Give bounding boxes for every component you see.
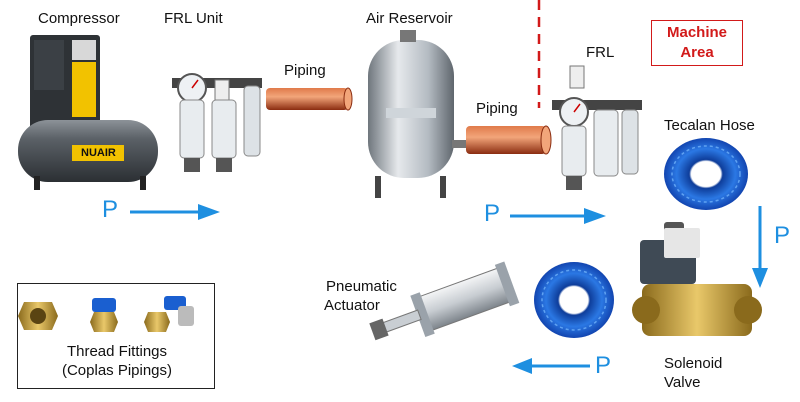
machine-area-box: Machine Area <box>651 20 743 66</box>
frl-unit-label: FRL Unit <box>164 10 223 27</box>
tecalan-hose-label: Tecalan Hose <box>664 117 755 134</box>
flow-arrow-2 <box>510 208 606 224</box>
compressor-image <box>18 35 158 190</box>
solenoid-valve-label-line2: Valve <box>664 374 701 391</box>
flow-label-3: P <box>774 222 791 249</box>
solenoid-valve-image <box>632 222 762 336</box>
piping-2-label: Piping <box>476 100 518 117</box>
flow-arrow-3 <box>752 206 768 288</box>
piping-1-label: Piping <box>284 62 326 79</box>
compressor-label: Compressor <box>38 10 120 27</box>
frl-image <box>552 65 642 190</box>
hose-coil-image <box>534 262 614 338</box>
air-reservoir-image <box>368 30 466 198</box>
solenoid-valve-label-line1: Solenoid <box>664 355 723 372</box>
thread-fittings-label-line1: Thread Fittings <box>66 343 168 360</box>
frl-unit-image <box>172 73 262 172</box>
tecalan-hose-image <box>664 138 748 210</box>
thread-fittings-label-line2: (Coplas Pipings) <box>61 362 173 379</box>
machine-area-label-line2: Area <box>680 44 714 61</box>
piping-2-image <box>466 125 552 155</box>
flow-arrow-4 <box>512 358 590 374</box>
frl-label: FRL <box>586 44 615 61</box>
pneumatic-actuator-label-line1: Pneumatic <box>326 278 397 295</box>
flow-label-1: P <box>102 196 119 223</box>
flow-label-4: P <box>595 352 612 379</box>
thread-fittings-image <box>18 296 194 332</box>
machine-area-label-line1: Machine <box>666 24 727 41</box>
compressor-brand-label: NUAIR <box>81 147 116 159</box>
thread-fittings-box: Thread Fittings (Coplas Pipings) <box>17 283 215 389</box>
pneumatic-actuator-image <box>369 261 520 341</box>
flow-label-2: P <box>484 200 501 227</box>
air-reservoir-label: Air Reservoir <box>366 10 453 27</box>
flow-arrow-1 <box>130 204 220 220</box>
pneumatic-actuator-label-line2: Actuator <box>324 297 380 314</box>
piping-1-image <box>266 87 353 111</box>
